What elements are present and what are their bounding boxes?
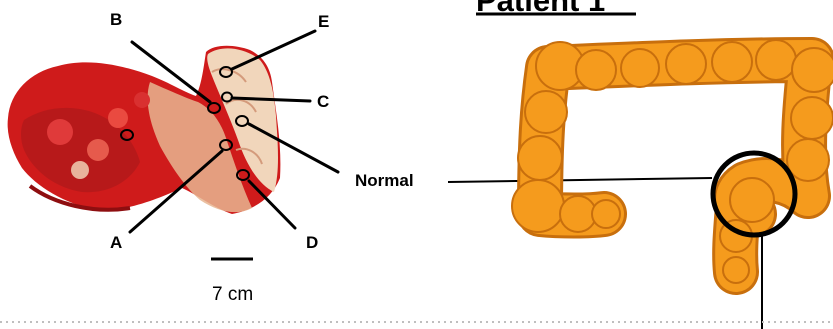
label-d: D <box>306 233 318 252</box>
tissue-nodule <box>47 119 73 145</box>
scale-bar-label: 7 cm <box>212 284 253 305</box>
colon-haustra-lobe <box>723 257 749 283</box>
tissue-specimen <box>8 46 281 214</box>
normal-connector-line <box>448 178 712 182</box>
colon-haustra-lobe <box>560 196 596 232</box>
label-c: C <box>317 92 329 111</box>
colon-haustra-lobe <box>730 178 774 222</box>
colon-haustra-lobe <box>576 50 616 90</box>
colon-haustra-lobe <box>756 40 796 80</box>
label-normal: Normal <box>355 171 414 190</box>
colon-haustra-lobe <box>792 48 833 92</box>
tissue-nodule <box>71 161 89 179</box>
colon-haustra-lobe <box>518 136 562 180</box>
colon-haustra-lobe <box>592 200 620 228</box>
colon-haustra-lobe <box>621 49 659 87</box>
colon-body <box>540 60 812 272</box>
colon-haustra-lobe <box>666 44 706 84</box>
colon-haustra-lobe <box>525 91 567 133</box>
label-a: A <box>110 233 122 252</box>
colon-haustra-lobe <box>512 180 564 232</box>
tissue-nodule <box>87 139 109 161</box>
colon-illustration <box>512 40 833 283</box>
tissue-nodule <box>108 108 128 128</box>
label-b: B <box>110 10 122 29</box>
tissue-nodule <box>134 92 150 108</box>
label-e: E <box>318 12 329 31</box>
colon-haustra-lobe <box>712 42 752 82</box>
colon-haustra-lobe <box>787 139 829 181</box>
colon-haustra-lobe <box>791 97 833 139</box>
